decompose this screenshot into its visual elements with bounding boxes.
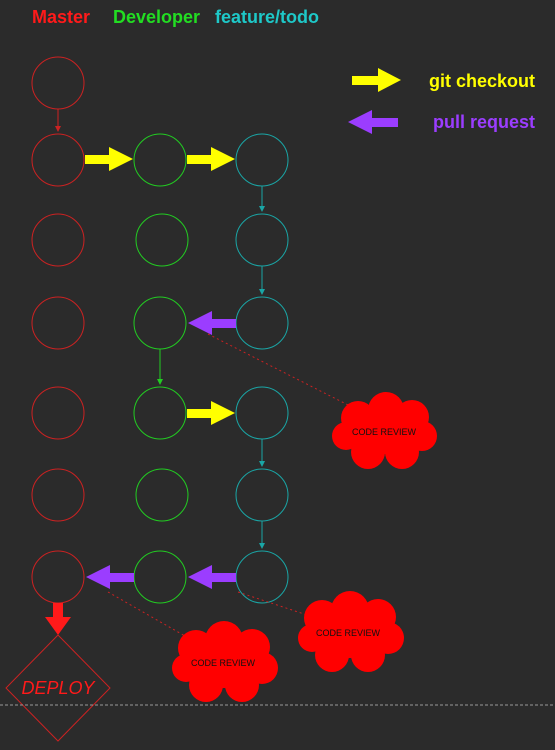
developer-commit-node bbox=[133, 296, 187, 350]
git-checkout-arrow bbox=[187, 401, 235, 425]
git-checkout-arrow bbox=[85, 147, 133, 171]
review-link-line bbox=[237, 591, 311, 617]
pull-request-arrow bbox=[188, 311, 236, 335]
code-review-label: CODE REVIEW bbox=[316, 628, 381, 638]
master-commit-node bbox=[31, 468, 85, 522]
deploy-arrow bbox=[45, 603, 71, 635]
feature-commit-node bbox=[235, 468, 289, 522]
developer-commit-node bbox=[135, 468, 189, 522]
code-review-label: CODE REVIEW bbox=[352, 427, 417, 437]
legend-git-checkout-label: git checkout bbox=[429, 71, 536, 91]
master-commit-node bbox=[31, 386, 85, 440]
feature-commit-node bbox=[235, 133, 289, 187]
feature-branch-label: feature/todo bbox=[215, 7, 320, 27]
deploy-label: DEPLOY bbox=[21, 678, 96, 698]
developer-commit-node bbox=[133, 386, 187, 440]
master-commit-node bbox=[31, 56, 85, 110]
master-branch-label: Master bbox=[32, 7, 91, 27]
review-link-line bbox=[207, 333, 353, 408]
pull-request-arrow bbox=[188, 565, 236, 589]
developer-branch-label: Developer bbox=[113, 7, 201, 27]
master-commit-node bbox=[31, 296, 85, 350]
deploy-diamond bbox=[5, 634, 111, 742]
code-review-cloud: CODE REVIEW bbox=[332, 392, 437, 469]
developer-commit-node bbox=[133, 550, 187, 604]
legend-pull-request-label: pull request bbox=[433, 112, 536, 132]
developer-commit-node bbox=[135, 213, 189, 267]
code-review-cloud: CODE REVIEW bbox=[298, 591, 404, 672]
pull-request-arrow bbox=[86, 565, 134, 589]
review-link-line bbox=[107, 591, 193, 641]
git-checkout-arrow bbox=[187, 147, 235, 171]
feature-commit-node bbox=[235, 296, 289, 350]
feature-commit-node bbox=[235, 550, 289, 604]
code-review-label: CODE REVIEW bbox=[191, 658, 256, 668]
code-review-cloud: CODE REVIEW bbox=[172, 621, 278, 702]
master-commit-node bbox=[31, 550, 85, 604]
feature-commit-node bbox=[235, 213, 289, 267]
feature-commit-node bbox=[235, 386, 289, 440]
git-checkout-legend-arrow bbox=[352, 68, 401, 92]
master-commit-node bbox=[31, 213, 85, 267]
master-commit-node bbox=[31, 133, 85, 187]
pull-request-legend-arrow bbox=[348, 110, 398, 134]
developer-commit-node bbox=[133, 133, 187, 187]
